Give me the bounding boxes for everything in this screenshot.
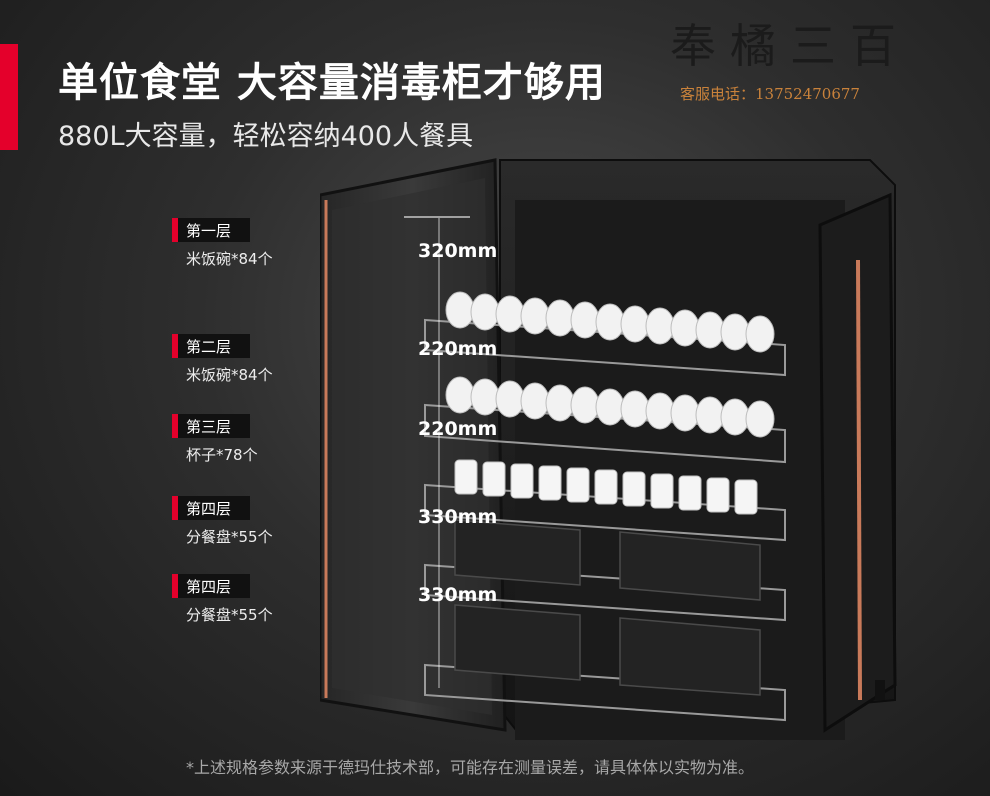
layer-tag: 第三层 (172, 414, 250, 438)
layer-label-1: 第一层 米饭碗*84个 (172, 218, 273, 269)
layer-label-3: 第三层 杯子*78个 (172, 414, 258, 465)
tag-accent-mark (172, 218, 178, 242)
brand-name: 奉橘三百 (670, 19, 910, 73)
layer-name: 第四层 (186, 499, 232, 518)
tag-accent-mark (172, 334, 178, 358)
layer-label-4: 第四层 分餐盘*55个 (172, 496, 273, 547)
layer-tag: 第四层 (172, 496, 250, 520)
layer-tag: 第二层 (172, 334, 250, 358)
layer-tag: 第一层 (172, 218, 250, 242)
disclaimer-footnote: *上述规格参数来源于德玛仕技术部，可能存在测量误差，请具体体以实物为准。 (186, 758, 755, 777)
layer-name: 第二层 (186, 337, 232, 356)
layer-description: 分餐盘*55个 (186, 606, 273, 624)
layer-description: 米饭碗*84个 (186, 366, 273, 384)
tag-accent-mark (172, 574, 178, 598)
brand-hotline: 客服电话：13752470677 (680, 85, 860, 103)
layer-name: 第一层 (186, 221, 232, 240)
page-headline: 单位食堂 大容量消毒柜才够用 (58, 60, 606, 106)
tag-accent-mark (172, 496, 178, 520)
dimension-top-marker (404, 216, 470, 218)
layer-description: 杯子*78个 (186, 446, 258, 464)
layer-height-3: 220mm (418, 418, 498, 440)
layer-height-2: 220mm (418, 338, 498, 360)
layer-tag: 第四层 (172, 574, 250, 598)
layer-label-2: 第二层 米饭碗*84个 (172, 334, 273, 385)
layer-name: 第四层 (186, 577, 232, 596)
layer-height-4: 330mm (418, 506, 498, 528)
layer-name: 第三层 (186, 417, 232, 436)
dimension-line (438, 218, 440, 688)
layer-description: 米饭碗*84个 (186, 250, 273, 268)
layer-description: 分餐盘*55个 (186, 528, 273, 546)
layer-height-1: 320mm (418, 240, 498, 262)
tag-accent-mark (172, 414, 178, 438)
layer-height-5: 330mm (418, 584, 498, 606)
page-subline: 880L大容量，轻松容纳400人餐具 (58, 121, 474, 152)
accent-bar (0, 44, 18, 150)
layer-label-5: 第四层 分餐盘*55个 (172, 574, 273, 625)
disinfection-cabinet-illustration (320, 158, 897, 740)
